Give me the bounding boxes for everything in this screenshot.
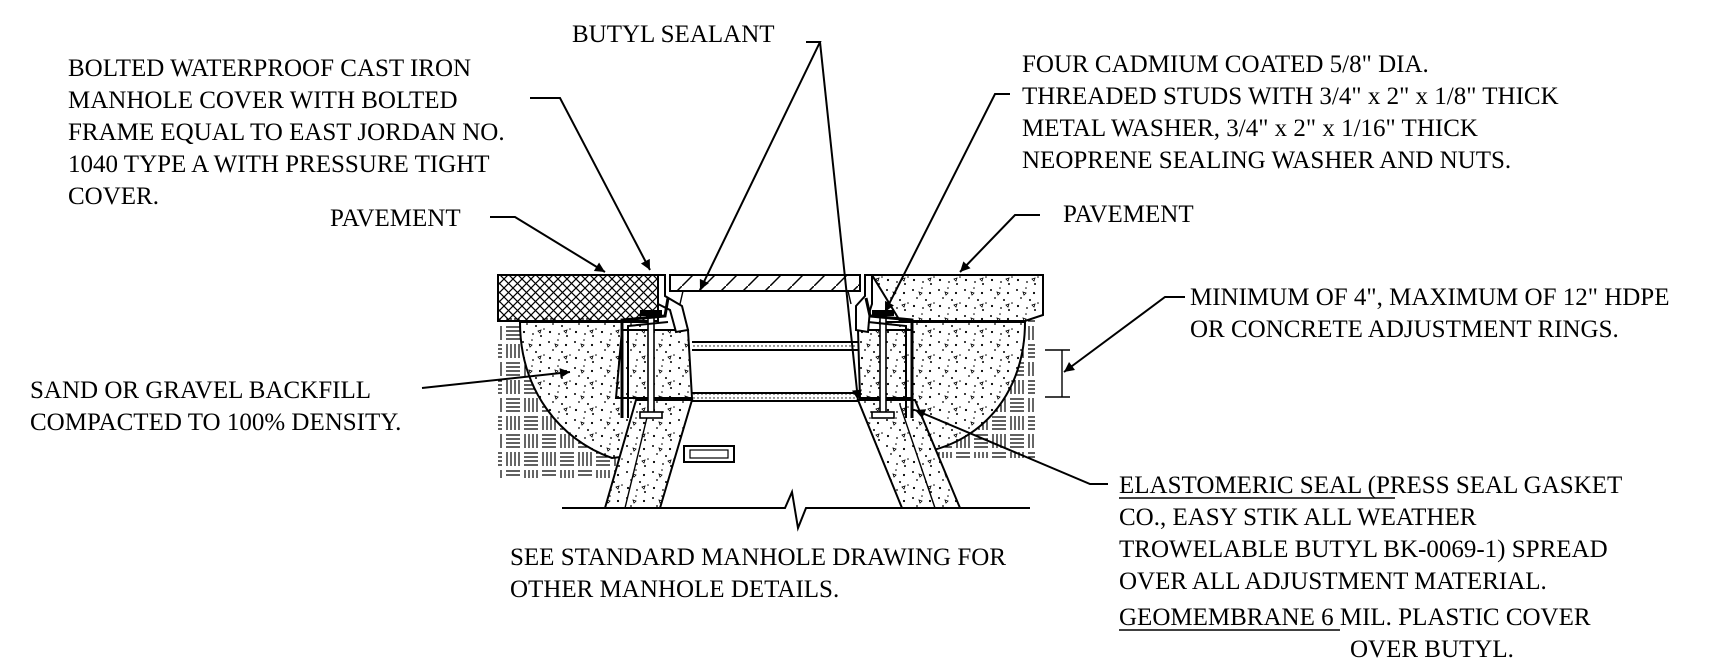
elastomeric-seal-right [864,297,914,418]
svg-text:COMPACTED TO 100% DENSITY.: COMPACTED TO 100% DENSITY. [30,409,401,436]
svg-text:OR CONCRETE ADJUSTMENT RINGS.: OR CONCRETE ADJUSTMENT RINGS. [1190,316,1619,343]
frame-right [855,274,873,334]
svg-text:SEE STANDARD MANHOLE DRAWING F: SEE STANDARD MANHOLE DRAWING FOR [510,544,1006,571]
leader-elastomeric-seal [914,409,1108,485]
svg-text:CO., EASY STIK ALL WEATHER: CO., EASY STIK ALL WEATHER [1119,504,1477,531]
svg-text:COVER.: COVER. [68,183,159,210]
svg-text:MANHOLE COVER WITH BOLTED: MANHOLE COVER WITH BOLTED [68,87,458,114]
svg-text:FRAME EQUAL TO EAST JORDAN NO.: FRAME EQUAL TO EAST JORDAN NO. [68,119,505,146]
elastomeric-seal-title: ELASTOMERIC SEAL [1119,472,1361,499]
label-cover: BOLTED WATERPROOF CAST IRON MANHOLE COVE… [68,55,505,210]
svg-text:OVER BUTYL.: OVER BUTYL. [1350,636,1514,663]
label-adjustment-rings: MINIMUM OF 4", MAXIMUM OF 12" HDPE OR CO… [1190,284,1669,343]
leader-cover [530,97,651,271]
label-pavement-right: PAVEMENT [1063,201,1194,228]
leader-backfill [421,368,571,389]
backfill-left [518,321,652,460]
svg-text:NEOPRENE SEALING WASHER AND NU: NEOPRENE SEALING WASHER AND NUTS. [1022,147,1511,174]
svg-text:SAND OR GRAVEL BACKFILL: SAND OR GRAVEL BACKFILL [30,377,371,404]
label-backfill: SAND OR GRAVEL BACKFILL COMPACTED TO 100… [30,377,401,436]
concrete-pavement-right [870,274,1044,322]
leader-pavement-right [959,214,1040,273]
svg-text:THREADED STUDS WITH 3/4" x 2": THREADED STUDS WITH 3/4" x 2" x 1/8" THI… [1022,83,1559,110]
label-butyl-sealant: BUTYL SEALANT [572,21,775,48]
label-elastomeric-seal: ELASTOMERIC SEAL (PRESS SEAL GASKET CO.,… [1119,472,1622,595]
svg-text:MINIMUM OF 4", MAXIMUM OF 12": MINIMUM OF 4", MAXIMUM OF 12" HDPE [1190,284,1669,311]
svg-text:TROWELABLE BUTYL BK-0069-1) SP: TROWELABLE BUTYL BK-0069-1) SPREAD [1119,536,1608,563]
leader-rings [1063,296,1185,373]
leader-butyl-ring [819,41,862,401]
threaded-stud-left [639,310,663,419]
leader-studs [884,93,1010,313]
label-studs: FOUR CADMIUM COATED 5/8" DIA. THREADED S… [1022,51,1559,174]
svg-text:1040 TYPE A WITH PRESSURE TIGH: 1040 TYPE A WITH PRESSURE TIGHT [68,151,490,178]
svg-text:ELASTOMERIC SEAL (PRESS SEAL G: ELASTOMERIC SEAL (PRESS SEAL GASKET [1119,472,1622,499]
svg-text:METAL WASHER, 3/4" x 2" x 1/16: METAL WASHER, 3/4" x 2" x 1/16" THICK [1022,115,1478,142]
geomembrane-title: GEOMEMBRANE [1119,604,1315,631]
label-pavement-left: PAVEMENT [330,205,461,232]
svg-text:FOUR CADMIUM COATED 5/8" DIA.: FOUR CADMIUM COATED 5/8" DIA. [1022,51,1429,78]
asphalt-pavement-left [497,274,659,322]
manhole-cover [669,274,861,292]
leader-pavement-left [490,216,606,273]
frame-left [657,274,690,334]
elastomeric-seal-left [620,297,670,418]
svg-text:GEOMEMBRANE 6 MIL. PLASTIC COV: GEOMEMBRANE 6 MIL. PLASTIC COVER [1119,604,1591,631]
threaded-stud-right [871,310,895,419]
leader-butyl-cover [699,41,822,291]
label-geomembrane: GEOMEMBRANE 6 MIL. PLASTIC COVER OVER BU… [1119,604,1591,663]
svg-text:OVER ALL ADJUSTMENT MATERIAL.: OVER ALL ADJUSTMENT MATERIAL. [1119,568,1547,595]
break-line [562,488,1030,532]
svg-text:OTHER MANHOLE DETAILS.: OTHER MANHOLE DETAILS. [510,576,839,603]
svg-text:BOLTED WATERPROOF CAST IRON: BOLTED WATERPROOF CAST IRON [68,55,471,82]
label-see-standard: SEE STANDARD MANHOLE DRAWING FOR OTHER M… [510,544,1006,603]
